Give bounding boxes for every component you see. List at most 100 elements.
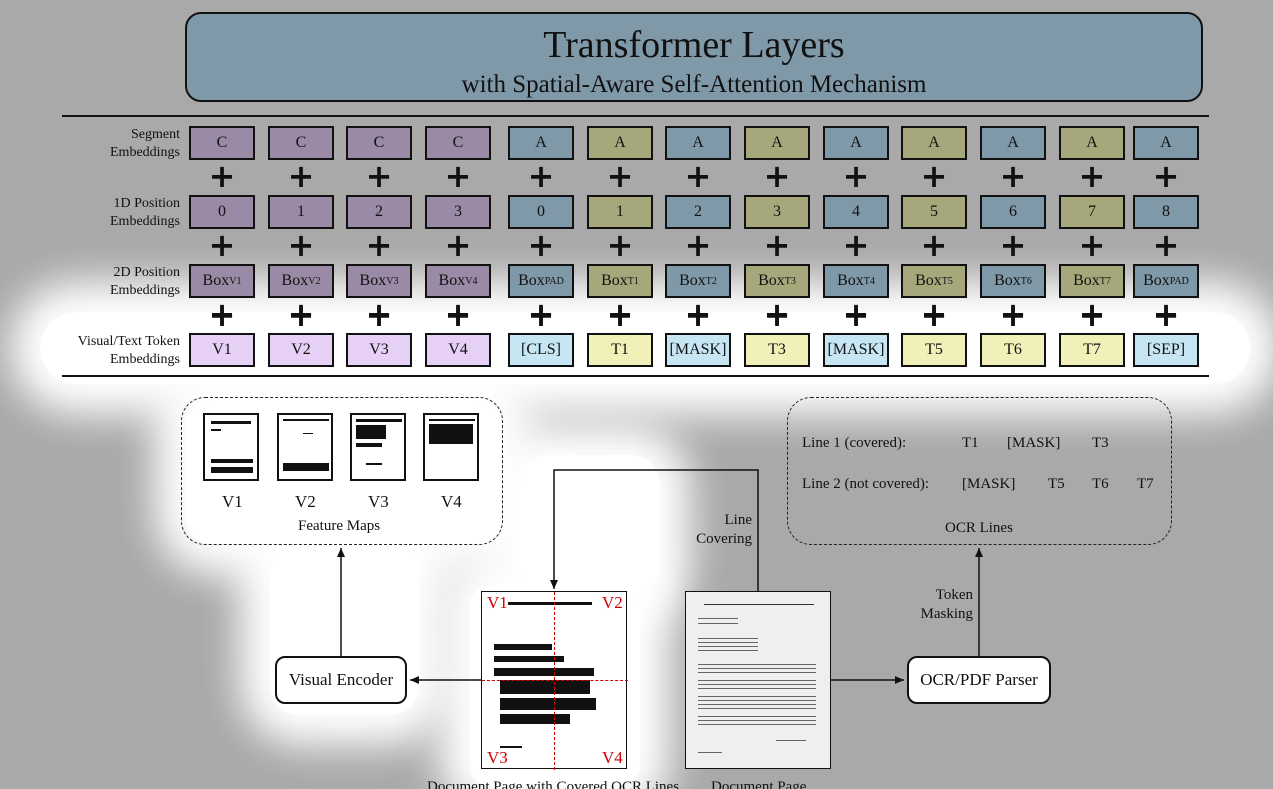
box-text: Box: [202, 272, 230, 289]
ocr-lines-caption: OCR Lines: [945, 520, 1013, 536]
feature-map-v2-label: V2: [295, 492, 316, 511]
pos1d-embedding-cell: 6: [980, 195, 1046, 229]
plus-sign: +: [208, 226, 236, 264]
token-embedding-cell: T1: [587, 333, 653, 367]
box-text: Box: [1143, 272, 1170, 289]
box-subscript: T7: [1099, 275, 1111, 287]
plus-sign: +: [1078, 295, 1106, 333]
box-text: Box: [281, 272, 309, 289]
box-text: Box: [438, 272, 466, 289]
ocr-line2-token-t5: T5: [1048, 476, 1065, 492]
plus-sign: +: [842, 295, 870, 333]
plus-sign: +: [287, 295, 315, 333]
plus-sign: +: [684, 157, 712, 195]
segment-embedding-cell: A: [665, 126, 731, 160]
plus-sign: +: [527, 157, 555, 195]
ocr-line2-token-t7: T7: [1137, 476, 1154, 492]
segment-embedding-cell: A: [744, 126, 810, 160]
segment-embeddings-label: Segment Embeddings: [30, 126, 180, 162]
token-embedding-cell: T6: [980, 333, 1046, 367]
ocr-line1-token-t1: T1: [962, 435, 979, 451]
visual-encoder-box: Visual Encoder: [275, 656, 407, 704]
box-subscript: T4: [863, 275, 875, 287]
token-embedding-cell: V1: [189, 333, 255, 367]
plus-sign: +: [527, 226, 555, 264]
plus-sign: +: [920, 226, 948, 264]
feature-map-v4-thumbnail: [423, 413, 479, 481]
plus-sign: +: [208, 295, 236, 333]
plus-sign: +: [527, 296, 555, 334]
box-text: Box: [601, 272, 628, 289]
plus-sign: +: [1078, 296, 1106, 334]
plus-sign: +: [208, 296, 236, 334]
pos1d-embedding-cell: 4: [823, 195, 889, 229]
plus-sign: +: [999, 157, 1027, 195]
box-text: Box: [915, 272, 942, 289]
token-embedding-cell: T3: [744, 333, 810, 367]
plus-sign: +: [208, 157, 236, 195]
plus-sign: +: [444, 226, 472, 264]
pos2d-label-line1: 2D Position: [113, 265, 180, 280]
quadrant-v4-label: V4: [602, 748, 623, 767]
box-text: Box: [758, 272, 785, 289]
segment-embedding-cell: C: [425, 126, 491, 160]
feature-map-v3-label: V3: [368, 492, 389, 511]
ocr-lines-box: [787, 397, 1172, 545]
token-masking-line2: Masking: [920, 606, 974, 622]
ocr-line1-token-mask: [MASK]: [1007, 435, 1061, 451]
feature-maps-caption: Feature Maps: [298, 518, 381, 534]
plus-sign: +: [763, 157, 791, 195]
plus-sign: +: [1152, 157, 1180, 195]
box-subscript: T3: [784, 275, 796, 287]
box-subscript: T2: [705, 275, 717, 287]
segment-embedding-cell: A: [1059, 126, 1125, 160]
plus-sign: +: [684, 226, 712, 264]
segment-label-line1: Segment: [131, 127, 180, 142]
box-subscript: V2: [308, 275, 321, 287]
segment-embedding-cell: A: [1133, 126, 1199, 160]
plus-sign: +: [1152, 295, 1180, 333]
token-embedding-cell: T5: [901, 333, 967, 367]
plus-sign: +: [444, 295, 472, 333]
token-label-line2: Embeddings: [110, 352, 180, 367]
plus-sign: +: [606, 296, 634, 334]
token-masking-label: Token Masking: [915, 586, 974, 624]
segment-embedding-cell: C: [189, 126, 255, 160]
pos1d-embeddings-label: 1D Position Embeddings: [30, 195, 180, 231]
pos1d-embedding-cell: 2: [346, 195, 412, 229]
segment-embedding-cell: A: [823, 126, 889, 160]
plus-sign: +: [999, 295, 1027, 333]
plus-sign: +: [606, 226, 634, 264]
segment-embedding-cell: A: [980, 126, 1046, 160]
token-embedding-cell: V3: [346, 333, 412, 367]
token-embeddings-label: Visual/Text Token Embeddings: [30, 333, 180, 369]
box-subscript: T5: [941, 275, 953, 287]
plus-sign: +: [920, 296, 948, 334]
segment-embedding-cell: C: [346, 126, 412, 160]
plus-sign: +: [365, 295, 393, 333]
segment-label-line2: Embeddings: [110, 145, 180, 160]
segment-embedding-cell: C: [268, 126, 334, 160]
token-embedding-cell: [MASK]: [823, 333, 889, 367]
quadrant-v3-label: V3: [487, 748, 508, 767]
plus-sign: +: [1152, 226, 1180, 264]
plus-sign: +: [999, 296, 1027, 334]
plus-sign: +: [287, 296, 315, 334]
plus-sign: +: [606, 157, 634, 195]
ocr-pdf-parser-box: OCR/PDF Parser: [907, 656, 1051, 704]
covered-document-caption: Document Page with Covered OCR Lines: [427, 779, 680, 789]
pos1d-label-line2: Embeddings: [110, 214, 180, 229]
feature-map-v2-thumbnail: [277, 413, 333, 481]
box-text: Box: [679, 272, 706, 289]
ocr-line1-token-t3: T3: [1092, 435, 1109, 451]
plus-sign: +: [444, 157, 472, 195]
box-text: Box: [359, 272, 387, 289]
